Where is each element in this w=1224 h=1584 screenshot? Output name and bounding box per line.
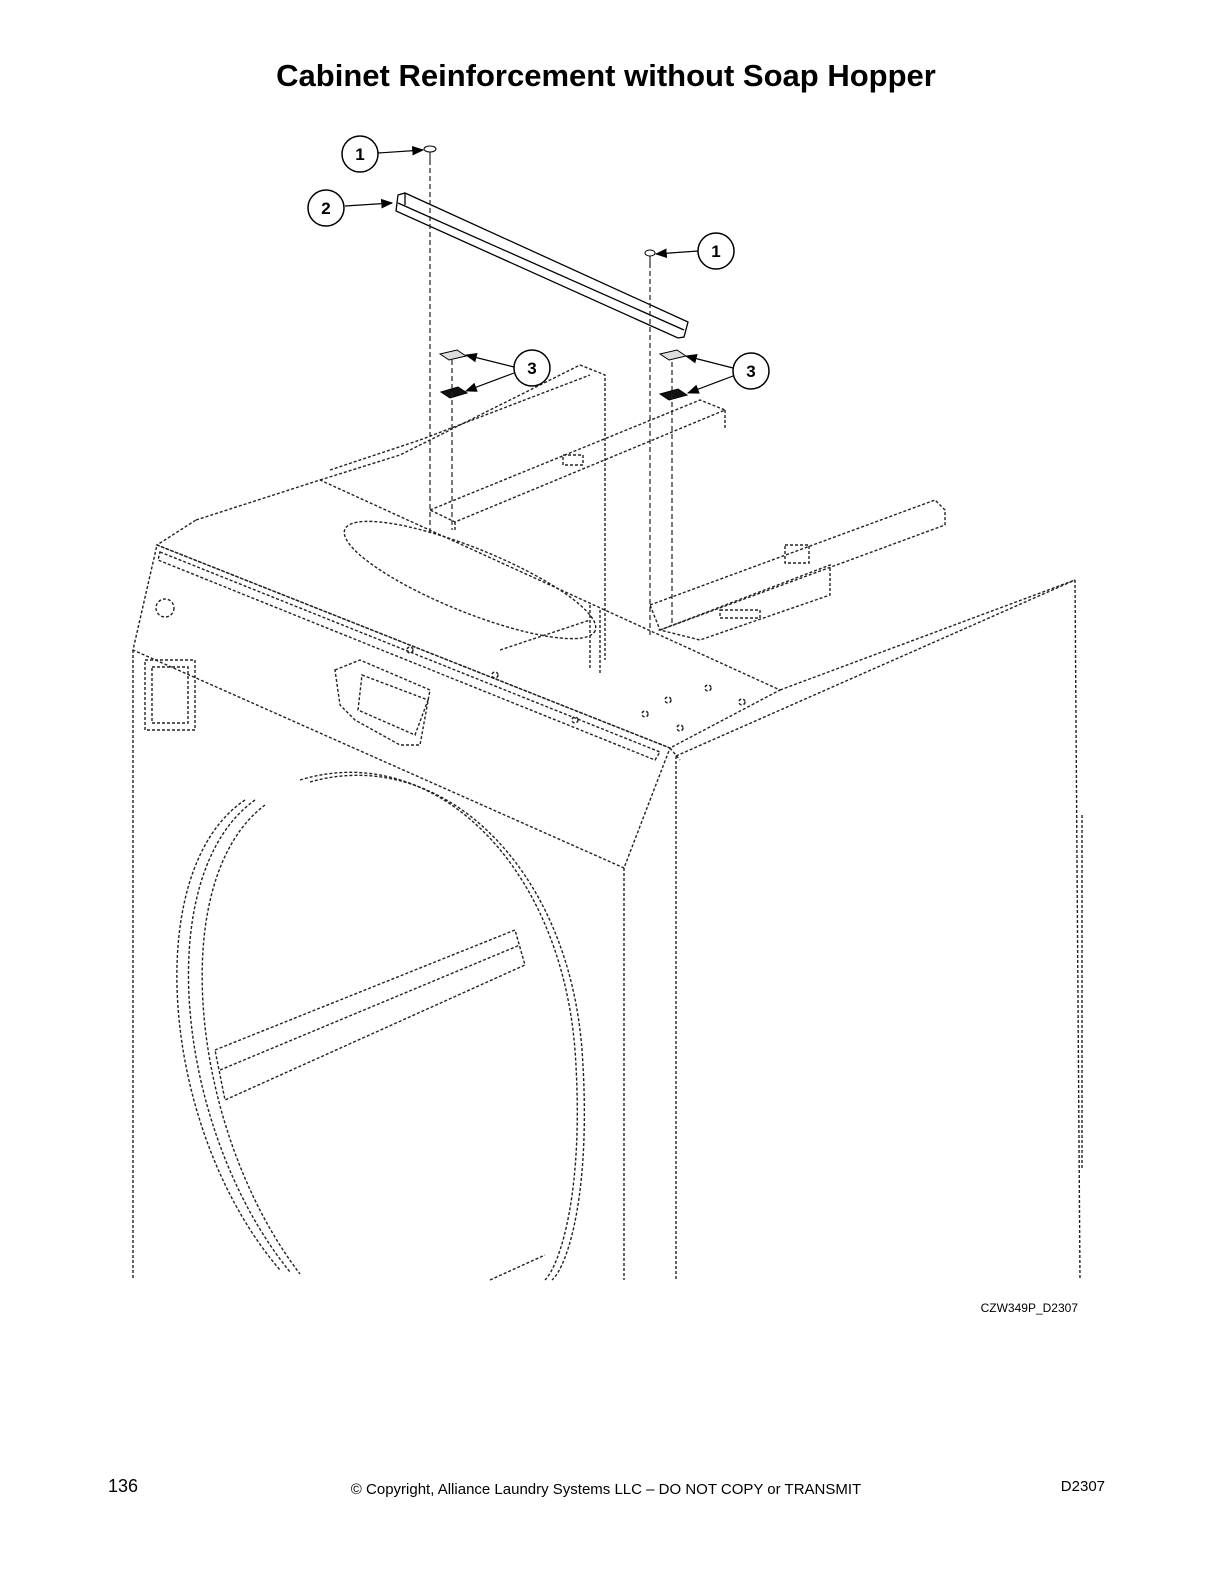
svg-text:3: 3	[527, 359, 536, 378]
document-code: D2307	[1060, 1478, 1105, 1495]
leader-arrows	[344, 145, 734, 394]
alignment-lines	[429, 160, 673, 635]
svg-text:1: 1	[355, 145, 364, 164]
svg-text:2: 2	[321, 199, 330, 218]
screw-icon-right	[644, 249, 656, 263]
callout-balloon: 3	[732, 352, 770, 390]
callout-balloon: 3	[513, 349, 551, 387]
callout-balloon: 2	[307, 189, 345, 227]
copyright-notice: © Copyright, Alliance Laundry Systems LL…	[350, 1481, 862, 1498]
page-title: Cabinet Reinforcement without Soap Hoppe…	[276, 58, 936, 93]
pad-icons	[438, 349, 689, 401]
callout-balloon: 1	[697, 232, 735, 270]
figure-id: CZW349P_D2307	[980, 1301, 1078, 1315]
svg-text:3: 3	[746, 362, 755, 381]
reinforcement-channel	[395, 192, 689, 339]
cabinet-outline	[132, 364, 1083, 1281]
callout-balloon: 1	[341, 135, 379, 173]
svg-text:1: 1	[711, 242, 720, 261]
page-number: 136	[108, 1476, 139, 1496]
screw-icon-left	[423, 145, 437, 160]
